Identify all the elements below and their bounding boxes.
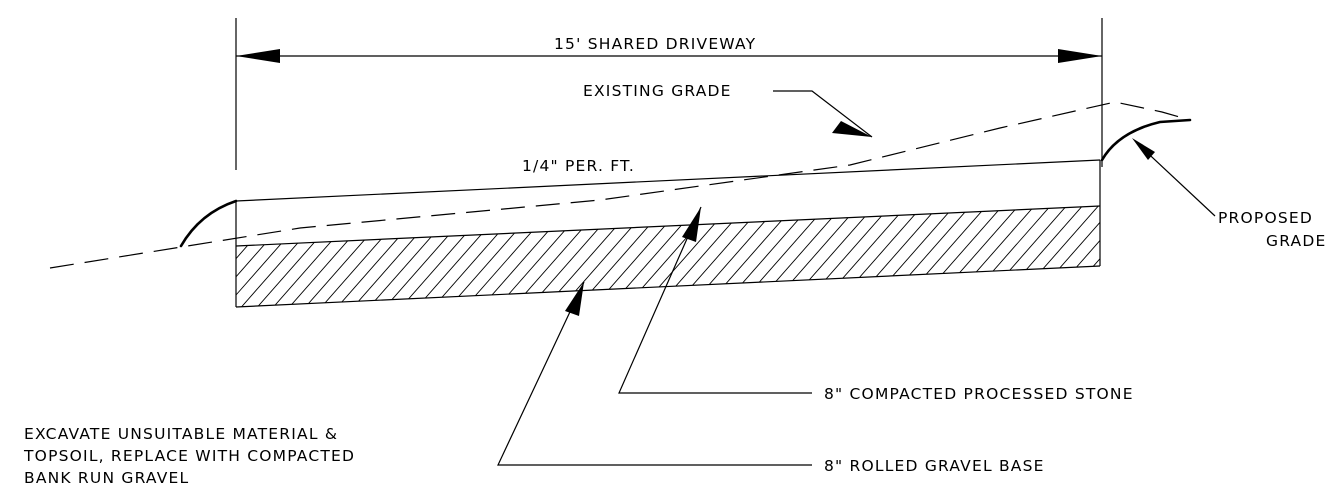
existing-grade-line	[49, 101, 1191, 269]
hatch-line	[613, 206, 725, 307]
hatch-line	[789, 206, 901, 307]
gravel-base-hatch	[236, 195, 1220, 320]
left-shoulder	[179, 199, 238, 248]
dimension-arrow-left-icon	[236, 49, 280, 63]
hatch-line	[821, 206, 933, 307]
proposed-grade-surface	[235, 159, 1101, 202]
hatch-line	[373, 206, 485, 307]
existing-grade-label: EXISTING GRADE	[583, 82, 732, 100]
hatch-line	[236, 206, 277, 307]
hatch-line	[709, 206, 821, 307]
proposed-grade-label-line1: PROPOSED	[1218, 209, 1313, 227]
hatch-line	[1077, 206, 1100, 307]
hatch-line	[277, 206, 389, 307]
excavate-note-line3: BANK RUN GRAVEL	[24, 469, 189, 487]
section-bottom-edge	[235, 265, 1101, 308]
hatch-line	[405, 206, 517, 307]
hatch-line	[469, 206, 581, 307]
hatch-line	[805, 206, 917, 307]
hatch-line	[629, 206, 741, 307]
processed-stone-label: 8" COMPACTED PROCESSED STONE	[824, 385, 1134, 403]
proposed-grade-label-line2: GRADE	[1266, 232, 1327, 250]
hatch-line	[1093, 206, 1100, 307]
hatch-line	[245, 206, 357, 307]
excavate-note-line2: TOPSOIL, REPLACE WITH COMPACTED	[23, 447, 355, 465]
hatch-line	[236, 206, 293, 307]
hatch-line	[981, 206, 1093, 307]
hatch-line	[757, 206, 869, 307]
hatch-line	[1061, 206, 1100, 307]
hatch-line	[997, 206, 1100, 307]
hatch-line	[501, 206, 613, 307]
hatch-line	[581, 206, 693, 307]
slope-label: 1/4" PER. FT.	[522, 157, 635, 175]
hatch-line	[421, 206, 533, 307]
hatch-line	[933, 206, 1045, 307]
processed-stone-leader	[618, 206, 812, 394]
hatch-line	[1110, 195, 1220, 320]
processed-stone-arrow-icon	[682, 207, 701, 242]
hatch-line	[693, 206, 805, 307]
hatch-line	[773, 206, 885, 307]
hatch-line	[236, 206, 341, 307]
hatch-line	[645, 206, 757, 307]
hatch-line	[965, 206, 1077, 307]
hatch-line	[1045, 206, 1100, 307]
hatch-line	[1029, 206, 1100, 307]
hatch-line	[741, 206, 853, 307]
hatch-line	[236, 206, 261, 307]
hatch-line	[236, 206, 325, 307]
hatch-line	[389, 206, 501, 307]
stone-gravel-boundary	[235, 205, 1101, 247]
gravel-base-leader	[497, 281, 812, 466]
hatch-line	[236, 206, 309, 307]
driveway-width-label: 15' SHARED DRIVEWAY	[554, 35, 756, 53]
hatch-line	[533, 206, 645, 307]
gravel-base-label: 8" ROLLED GRAVEL BASE	[824, 457, 1045, 475]
hatch-line	[325, 206, 437, 307]
hatch-line	[677, 206, 789, 307]
hatch-line	[597, 206, 709, 307]
hatch-line	[725, 206, 837, 307]
gravel-base-arrow-icon	[565, 282, 584, 316]
hatch-line	[453, 206, 565, 307]
dimension-arrow-right-icon	[1058, 49, 1102, 63]
right-shoulder	[1100, 118, 1192, 162]
hatch-line	[549, 206, 661, 307]
hatch-line	[1013, 206, 1100, 307]
hatch-line	[949, 206, 1061, 307]
proposed-grade-arrow-icon	[1132, 138, 1155, 160]
hatch-line	[853, 206, 965, 307]
excavate-note-line1: EXCAVATE UNSUITABLE MATERIAL &	[24, 425, 338, 443]
existing-grade-arrow-icon	[832, 121, 872, 137]
hatch-line	[901, 206, 1013, 307]
existing-grade-leader	[773, 90, 873, 138]
